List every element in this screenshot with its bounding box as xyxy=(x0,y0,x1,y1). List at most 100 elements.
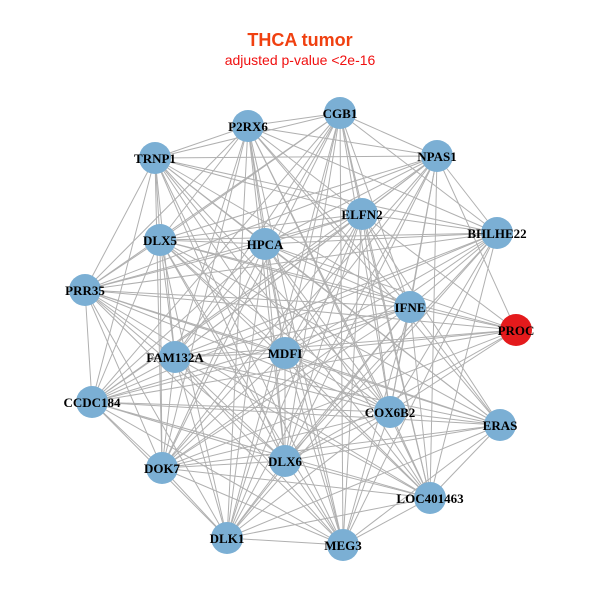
edge-CGB1-CCDC184 xyxy=(91,112,341,403)
edge-TRNP1-PRR35 xyxy=(84,157,156,291)
edge-PROC-COX6B2 xyxy=(389,329,517,413)
edge-IFNE-COX6B2 xyxy=(389,306,411,413)
node-circle xyxy=(232,110,264,142)
edge-DLX5-ERAS xyxy=(159,239,501,426)
edge-PRR35-DLK1 xyxy=(84,289,228,539)
edge-FAM132A-ERAS xyxy=(174,356,501,426)
edge-COX6B2-DLK1 xyxy=(226,411,391,539)
edge-PRR35-DLX6 xyxy=(84,289,286,462)
edge-BHLHE22-MDFI xyxy=(284,232,498,354)
node-CGB1: CGB1 xyxy=(323,97,358,129)
edge-TRNP1-ELFN2 xyxy=(154,157,363,215)
edge-BHLHE22-DLX6 xyxy=(284,232,498,462)
edge-HPCA-FAM132A xyxy=(174,243,266,358)
edge-NPAS1-HPCA xyxy=(264,155,438,245)
edge-PRR35-MEG3 xyxy=(84,289,344,546)
edge-ERAS-LOC401463 xyxy=(429,424,501,499)
node-circle xyxy=(414,482,446,514)
edge-BHLHE22-HPCA xyxy=(264,232,498,245)
edge-BHLHE22-ELFN2 xyxy=(361,213,498,234)
edge-DLK1-MEG3 xyxy=(226,537,344,546)
node-DLX5: DLX5 xyxy=(143,224,177,256)
edge-FAM132A-DOK7 xyxy=(161,356,176,469)
edge-HPCA-PROC xyxy=(264,243,517,331)
node-label: LOC401463 xyxy=(396,491,464,506)
edge-BHLHE22-IFNE xyxy=(409,232,498,308)
node-circle xyxy=(249,228,281,260)
edge-HPCA-COX6B2 xyxy=(264,243,391,413)
edge-MDFI-CCDC184 xyxy=(91,352,286,403)
node-PRR35: PRR35 xyxy=(65,274,105,306)
edge-HPCA-IFNE xyxy=(264,243,411,308)
node-label: CGB1 xyxy=(323,106,358,121)
node-MEG3: MEG3 xyxy=(324,529,362,561)
edge-P2RX6-ERAS xyxy=(247,125,501,426)
edge-BHLHE22-MEG3 xyxy=(342,232,498,546)
edge-HPCA-PRR35 xyxy=(84,243,266,291)
edge-PRR35-CCDC184 xyxy=(84,289,93,403)
edge-DLX5-FAM132A xyxy=(159,239,176,358)
node-circle xyxy=(421,140,453,172)
node-label: ERAS xyxy=(483,418,518,433)
node-ELFN2: ELFN2 xyxy=(341,198,383,230)
edge-FAM132A-COX6B2 xyxy=(174,356,391,413)
edge-NPAS1-TRNP1 xyxy=(154,155,438,159)
edge-LOC401463-MEG3 xyxy=(342,497,431,546)
node-label: DLX6 xyxy=(268,454,302,469)
node-label: DOK7 xyxy=(144,461,181,476)
node-label: BHLHE22 xyxy=(467,226,526,241)
edge-ELFN2-DOK7 xyxy=(161,213,363,469)
node-circle xyxy=(394,291,426,323)
edge-BHLHE22-DLX5 xyxy=(159,232,498,241)
node-circle xyxy=(269,445,301,477)
edge-CGB1-COX6B2 xyxy=(339,112,391,413)
edge-DLX5-MEG3 xyxy=(159,239,344,546)
edge-ELFN2-PROC xyxy=(361,213,517,331)
node-NPAS1: NPAS1 xyxy=(417,140,457,172)
edge-ELFN2-DLX6 xyxy=(284,213,363,462)
edge-NPAS1-MDFI xyxy=(284,155,438,354)
edge-LOC401463-DLK1 xyxy=(226,497,431,539)
edge-IFNE-ERAS xyxy=(409,306,501,426)
edge-BHLHE22-CCDC184 xyxy=(91,232,498,403)
edge-CGB1-DLX6 xyxy=(284,112,341,462)
edge-DLX5-PROC xyxy=(159,239,517,331)
edge-NPAS1-CCDC184 xyxy=(91,155,438,403)
node-label: COX6B2 xyxy=(365,405,416,420)
node-ERAS: ERAS xyxy=(483,409,518,441)
edge-P2RX6-DLX6 xyxy=(247,125,286,462)
edge-DLX5-DLK1 xyxy=(159,239,228,539)
edge-TRNP1-FAM132A xyxy=(154,157,176,358)
edge-DOK7-MEG3 xyxy=(161,467,344,546)
edge-DLX6-LOC401463 xyxy=(284,460,431,499)
edge-CCDC184-ERAS xyxy=(91,401,501,426)
edge-BHLHE22-LOC401463 xyxy=(429,232,498,499)
edge-PRR35-PROC xyxy=(84,289,517,331)
edge-PRR35-FAM132A xyxy=(84,289,176,358)
node-label: P2RX6 xyxy=(228,119,268,134)
edge-DLX5-IFNE xyxy=(159,239,411,308)
edge-PRR35-DOK7 xyxy=(84,289,163,469)
edge-PRR35-IFNE xyxy=(84,289,411,308)
node-circle xyxy=(484,409,516,441)
edge-IFNE-DLK1 xyxy=(226,306,411,539)
edges xyxy=(84,112,517,546)
edge-IFNE-MDFI xyxy=(284,306,411,354)
edge-PROC-CCDC184 xyxy=(91,329,517,403)
edge-CGB1-NPAS1 xyxy=(339,112,438,157)
node-label: ELFN2 xyxy=(341,207,382,222)
edge-MDFI-LOC401463 xyxy=(284,352,431,499)
node-circle xyxy=(269,337,301,369)
edge-IFNE-PROC xyxy=(409,306,517,331)
edge-COX6B2-DLX6 xyxy=(284,411,391,462)
node-BHLHE22: BHLHE22 xyxy=(467,217,527,249)
edge-DLX6-DLK1 xyxy=(226,460,286,539)
edge-ELFN2-DLX5 xyxy=(159,213,363,241)
edge-TRNP1-DLX6 xyxy=(154,157,286,462)
edge-PROC-MDFI xyxy=(284,329,517,354)
edge-NPAS1-PROC xyxy=(436,155,517,331)
node-circle xyxy=(159,341,191,373)
edge-DLX6-MEG3 xyxy=(284,460,344,546)
edge-DOK7-LOC401463 xyxy=(161,467,431,499)
node-DLK1: DLK1 xyxy=(210,522,244,554)
